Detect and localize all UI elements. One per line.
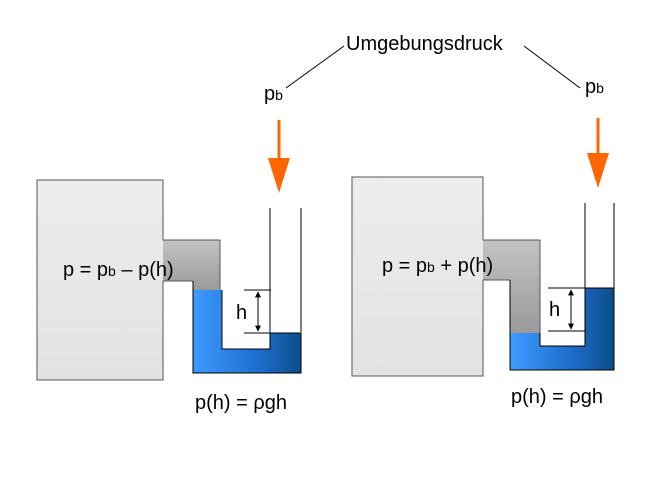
manometer-left: h p = pb – p(h) p(h) = ρgh: [36, 179, 302, 414]
ambient-line-left: [285, 45, 345, 89]
u-tube-left: [192, 208, 302, 374]
svg-text:pb: pb: [585, 76, 604, 98]
pb-label-left: pb: [264, 83, 283, 105]
u-tube-right: [509, 203, 615, 371]
ambient-pressure-arrow-right: [587, 118, 609, 188]
height-label-left: h: [236, 302, 247, 324]
manometer-right: h p = pb + p(h) p(h) = ρgh: [351, 176, 615, 408]
gas-pipe-left: [163, 240, 220, 290]
formula-right: p = pb + p(h): [382, 255, 493, 277]
ambient-line-right: [523, 45, 581, 89]
gas-pipe-right: [483, 240, 540, 333]
hydrostatic-formula-right: p(h) = ρgh: [511, 386, 603, 408]
fluid-right: [510, 288, 614, 370]
formula-left: p = pb – p(h): [63, 259, 174, 281]
fluid-left: [193, 290, 301, 373]
ambient-pressure-label: Umgebungsdruck: [346, 33, 504, 55]
svg-text:pb: pb: [264, 83, 283, 105]
hydrostatic-formula-left: p(h) = ρgh: [195, 392, 287, 414]
ambient-pressure-arrow-left: [268, 120, 290, 193]
height-label-right: h: [549, 299, 560, 321]
pb-label-right: pb: [585, 76, 604, 98]
